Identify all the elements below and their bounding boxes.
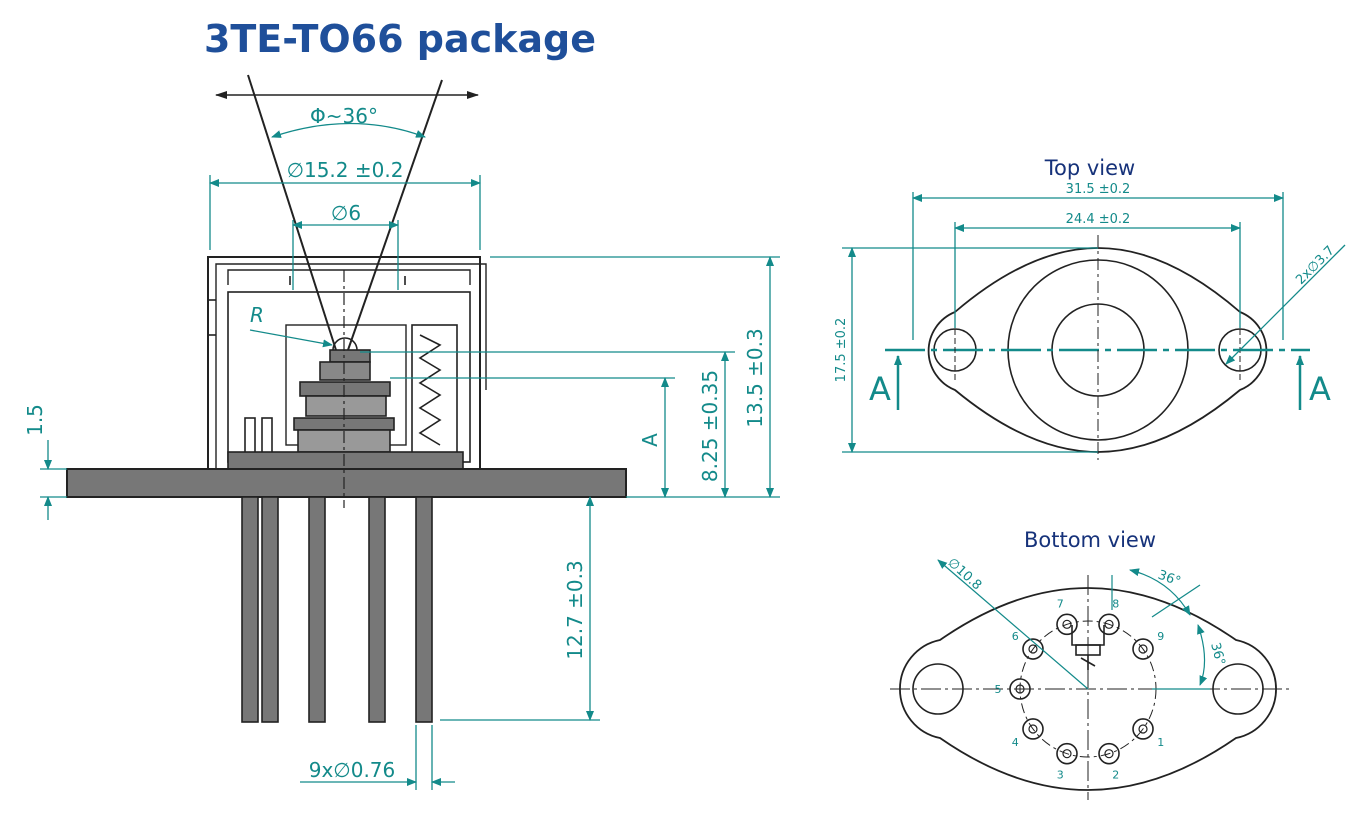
pin-diameter-label: 9x∅0.76 <box>309 758 396 782</box>
pin-hole-6 <box>1028 644 1038 654</box>
pin-1 <box>1132 718 1154 740</box>
top-view-labels: 31.5 ±0.2 24.4 ±0.2 17.5 ±0.2 2x∅3.7 A A <box>834 182 1338 408</box>
pin-number-4: 4 <box>1012 736 1019 749</box>
radius-label: R <box>250 303 264 327</box>
pin-3 <box>1056 742 1078 765</box>
pin-hole-3 <box>1062 749 1072 759</box>
side-view <box>66 74 627 723</box>
pin-number-2: 2 <box>1112 769 1119 782</box>
page-title: 3TE-TO66 package <box>204 17 596 61</box>
pin-number-6: 6 <box>1012 630 1019 643</box>
section-a-left: A <box>869 370 891 408</box>
pin-angle-label-1: 36° <box>1156 568 1183 590</box>
top-view-label: Top view <box>1044 156 1135 180</box>
total-height-label: 13.5 ±0.3 <box>743 328 767 427</box>
top-view <box>885 235 1310 460</box>
pin-hole-7 <box>1062 619 1072 629</box>
bottom-view <box>890 575 1290 800</box>
chip-height-label: 8.25 ±0.35 <box>698 370 722 482</box>
pin-2 <box>1098 742 1120 765</box>
base-thickness-label: 1.5 <box>23 404 47 436</box>
pin-9 <box>1132 638 1154 660</box>
pin-hole-2 <box>1104 749 1114 759</box>
pin-length-label: 12.7 ±0.3 <box>563 560 587 659</box>
pin-5 <box>1009 678 1031 700</box>
pin-number-8: 8 <box>1112 597 1119 610</box>
top-width-label: 31.5 ±0.2 <box>1066 182 1131 197</box>
pin-hole-5 <box>1015 684 1025 694</box>
side-view-dimensions <box>40 122 780 790</box>
bottom-view-pins: 1 2 3 4 5 6 7 8 9 <box>995 597 1165 781</box>
ref-a-label: A <box>638 433 662 447</box>
bottom-view-label: Bottom view <box>1024 528 1156 552</box>
angle-label: Φ~36° <box>310 104 378 128</box>
hole-diameter-label: 2x∅3.7 <box>1293 243 1338 288</box>
pin-number-5: 5 <box>995 683 1002 696</box>
pin-hole-4 <box>1028 724 1038 734</box>
pin-angle-label-2: 36° <box>1207 641 1227 667</box>
pin-6 <box>1022 638 1044 660</box>
top-height-label: 17.5 ±0.2 <box>834 318 849 383</box>
pin-hole-8 <box>1104 619 1114 629</box>
section-a-right: A <box>1309 370 1331 408</box>
hole-pitch-label: 24.4 ±0.2 <box>1066 212 1131 227</box>
pin-4 <box>1022 718 1044 740</box>
pin-number-1: 1 <box>1157 736 1164 749</box>
pin-number-3: 3 <box>1057 769 1064 782</box>
inner-diameter-label: ∅6 <box>331 201 361 225</box>
pin-number-7: 7 <box>1057 597 1064 610</box>
bottom-view-dimensions <box>937 559 1210 690</box>
pin-hole-1 <box>1138 724 1148 734</box>
pin-8 <box>1098 613 1120 636</box>
side-view-labels: Φ~36° ∅15.2 ±0.2 ∅6 R 13.5 ±0.3 8.25 ±0.… <box>23 104 767 782</box>
window-diameter-label: ∅15.2 ±0.2 <box>287 158 404 182</box>
pin-circle-diameter-label: ∅10.8 <box>944 555 984 593</box>
top-view-dimensions <box>842 192 1346 453</box>
pin-hole-9 <box>1138 644 1148 654</box>
pin-7 <box>1056 613 1078 636</box>
pin-number-9: 9 <box>1157 630 1164 643</box>
